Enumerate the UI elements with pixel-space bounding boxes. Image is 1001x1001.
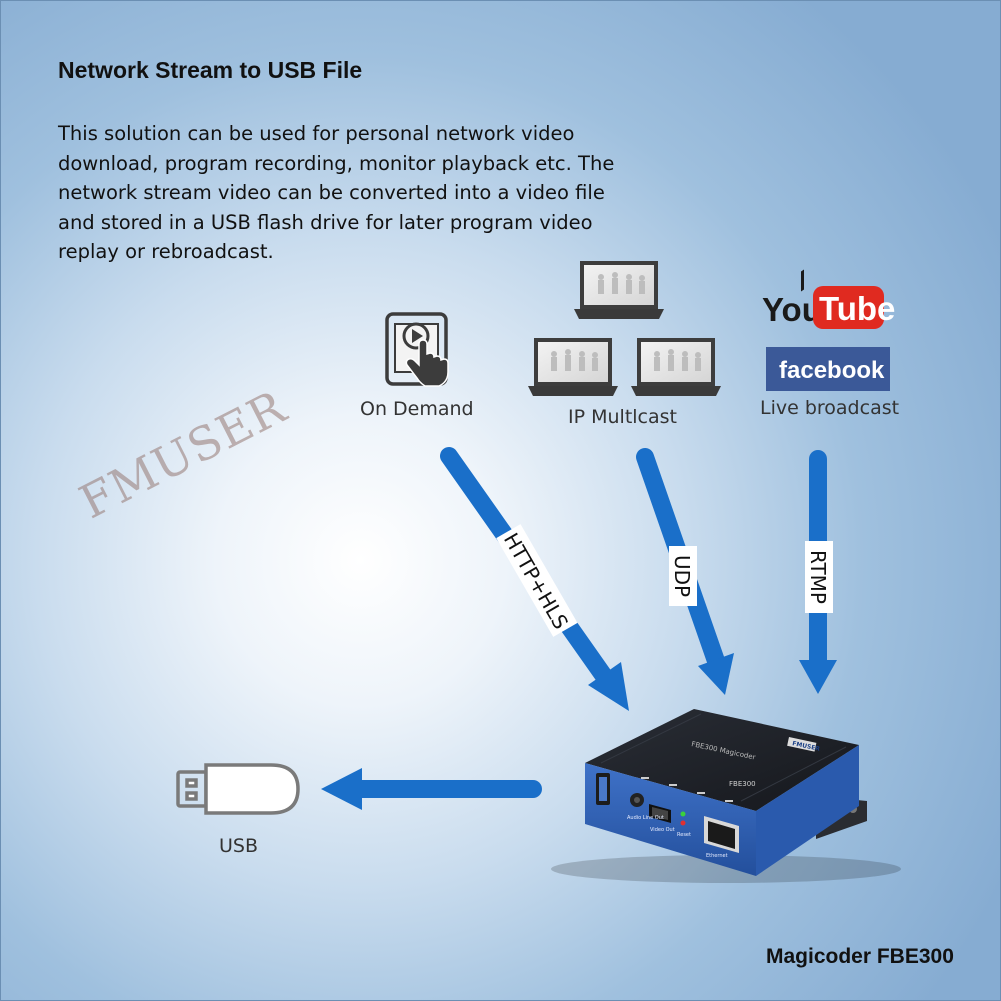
footer-model: Magicoder FBE300 — [766, 945, 954, 968]
port-video-label: Video Out — [650, 827, 675, 833]
encoder-device: FBE300 Magicoder FMUSER Audio Line Out — [551, 269, 901, 883]
usb-label: USB — [219, 835, 259, 857]
laptop-icon — [574, 261, 664, 319]
youtube-tube-text: Tube — [819, 290, 895, 327]
arrow-to-usb — [321, 768, 542, 810]
on-demand-label: On Demand — [360, 398, 474, 420]
laptop-icon — [631, 338, 721, 396]
facebook-logo: facebook — [766, 347, 890, 391]
youtube-logo: You Tube — [762, 286, 895, 329]
port-audio-label: Audio Line Out — [627, 815, 664, 821]
laptop-icon — [528, 338, 618, 396]
rtmp-label: RTMP — [806, 550, 830, 604]
udp-label: UDP — [670, 555, 694, 597]
page-title: Network Stream to USB File — [58, 57, 363, 83]
facebook-text: facebook — [779, 357, 885, 384]
usb-drive-icon — [176, 763, 300, 815]
youtube-you-text: You — [762, 291, 822, 328]
tablet-touch-icon — [385, 312, 449, 387]
device-model-plate: FBE300 — [729, 780, 756, 788]
live-broadcast-label: Live broadcast — [760, 397, 900, 419]
port-reset-label: Reset — [677, 832, 691, 838]
description-text: This solution can be used for personal n… — [58, 122, 615, 263]
ip-multicast-label: IP Multlcast — [568, 406, 677, 428]
http-hls-label: HTTP+HLS — [499, 529, 573, 634]
port-ethernet-label: Ethernet — [706, 853, 728, 859]
